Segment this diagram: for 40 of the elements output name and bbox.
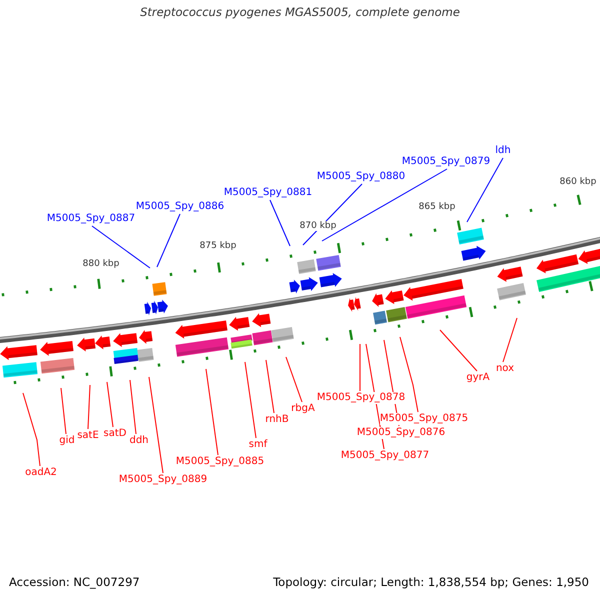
gene-label: M5005_Spy_0876 bbox=[356, 427, 446, 439]
leader-line bbox=[88, 384, 90, 430]
gene-label: M5005_Spy_0889 bbox=[118, 474, 208, 486]
gene-label: M5005_Spy_0880 bbox=[316, 171, 406, 183]
leader-line bbox=[440, 330, 478, 372]
gene-label: M5005_Spy_0879 bbox=[402, 156, 490, 168]
position-label: 870 kbp bbox=[298, 221, 338, 231]
gene-label: M5005_Spy_0885 bbox=[176, 456, 264, 468]
footer-text: Accession: NC_007297 bbox=[8, 575, 141, 589]
footer-text: Topology: circular; Length: 1,838,554 bp; Genes: 1,950 bbox=[272, 575, 590, 589]
leader-line bbox=[466, 158, 504, 222]
map-title: Streptococcus pyogenes MGAS5005, complete genome bbox=[140, 5, 460, 19]
leader-line bbox=[60, 388, 66, 434]
position-label: 880 kbp bbox=[82, 259, 120, 269]
position-label: 865 kbp bbox=[418, 202, 456, 212]
leader-line bbox=[286, 356, 302, 402]
gene-label: M5005_Spy_0877 bbox=[340, 450, 430, 462]
leader-line bbox=[92, 226, 150, 268]
leader-line bbox=[156, 214, 180, 268]
gene-label: M5005_Spy_0881 bbox=[224, 187, 312, 199]
leader-line bbox=[130, 380, 136, 434]
leader-line bbox=[148, 376, 164, 474]
leader-line bbox=[206, 368, 218, 456]
position-label: 875 kbp bbox=[198, 241, 238, 251]
leader-line bbox=[322, 168, 448, 242]
gene-label: M5005_Spy_0887 bbox=[46, 213, 136, 225]
gene-label: gyrA bbox=[466, 372, 490, 384]
leader-line bbox=[400, 336, 418, 412]
position-label: 860 kbp bbox=[558, 177, 598, 187]
leader-line bbox=[244, 362, 256, 438]
gene-label: M5005_Spy_0878 bbox=[316, 392, 406, 404]
leader-line bbox=[502, 318, 518, 362]
leader-line bbox=[270, 200, 290, 246]
gene-label: M5005_Spy_0875 bbox=[380, 413, 468, 425]
leader-line bbox=[22, 392, 40, 466]
leader-line bbox=[266, 360, 274, 414]
gene-label: rbgA bbox=[291, 403, 315, 415]
gene-label: M5005_Spy_0886 bbox=[136, 201, 224, 213]
leader-line bbox=[106, 382, 114, 428]
gene-label: gid bbox=[59, 435, 75, 447]
